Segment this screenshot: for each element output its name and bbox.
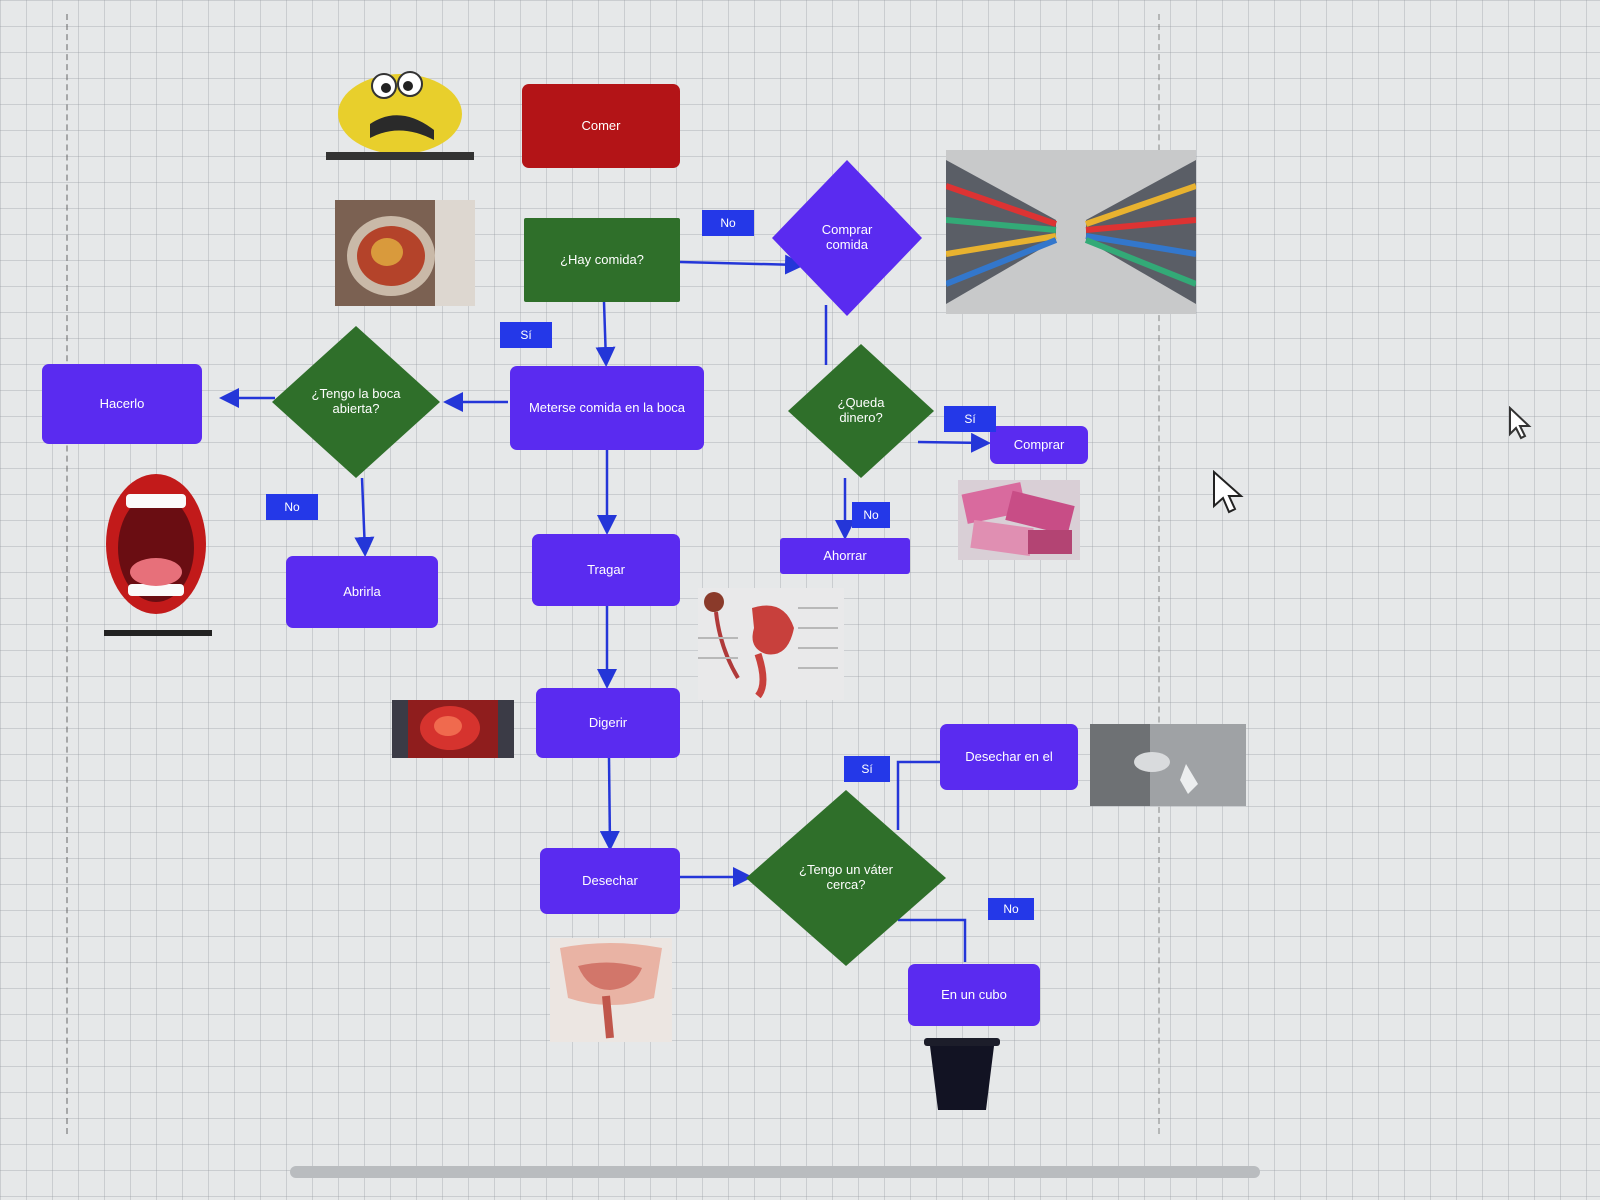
horizontal-scrollbar[interactable]: [290, 1166, 1260, 1178]
decision-tengo-boca-abierta-label: ¿Tengo la boca abierta?: [311, 386, 401, 416]
decision-tengo-boca-abierta[interactable]: ¿Tengo la boca abierta?: [272, 326, 440, 478]
process-abrirla[interactable]: Abrirla: [286, 556, 438, 628]
supermarket-aisle-image: [946, 150, 1196, 314]
label-no-queda-dinero[interactable]: No: [852, 502, 890, 528]
stomach-image: [392, 700, 514, 758]
process-meterse-comida[interactable]: Meterse comida en la boca: [510, 366, 704, 450]
label-si-vater[interactable]: Sí: [844, 756, 890, 782]
banknotes-image: [958, 480, 1080, 560]
process-desechar-en-el[interactable]: Desechar en el: [940, 724, 1078, 790]
process-digerir[interactable]: Digerir: [536, 688, 680, 758]
label-si-queda-dinero[interactable]: Sí: [944, 406, 996, 432]
label-no-vater[interactable]: No: [988, 898, 1034, 920]
mouse-cursor-icon: [1509, 406, 1532, 440]
mouse-cursor-icon: [1213, 470, 1244, 514]
label-no-boca-abierta[interactable]: No: [266, 494, 318, 520]
process-tragar[interactable]: Tragar: [532, 534, 680, 606]
decision-comprar-comida[interactable]: Comprar comida: [772, 160, 922, 316]
trash-bin-icon: [922, 1034, 1002, 1112]
decision-tengo-vater-label: ¿Tengo un váter cerca?: [799, 862, 893, 892]
digestive-system-image: [698, 588, 844, 700]
decision-tengo-vater[interactable]: ¿Tengo un váter cerca?: [746, 790, 946, 966]
process-hacerlo[interactable]: Hacerlo: [42, 364, 202, 444]
process-hay-comida[interactable]: ¿Hay comida?: [524, 218, 680, 302]
food-plate-image: [335, 200, 475, 306]
open-mouth-image: [102, 468, 214, 640]
intestines-image: [550, 938, 672, 1042]
decision-queda-dinero-label: ¿Queda dinero?: [837, 395, 885, 425]
decision-comprar-comida-label: Comprar comida: [821, 222, 873, 252]
page-boundary: [66, 14, 1160, 1134]
decision-queda-dinero[interactable]: ¿Queda dinero?: [788, 344, 934, 478]
start-node-comer[interactable]: Comer: [522, 84, 680, 168]
process-comprar[interactable]: Comprar: [990, 426, 1088, 464]
process-desechar[interactable]: Desechar: [540, 848, 680, 914]
process-ahorrar[interactable]: Ahorrar: [780, 538, 910, 574]
toilet-image: [1090, 724, 1246, 806]
process-en-un-cubo[interactable]: En un cubo: [908, 964, 1040, 1026]
label-no-hay-comida[interactable]: No: [702, 210, 754, 236]
emoji-face-image: [322, 68, 478, 160]
label-si-hay-comida[interactable]: Sí: [500, 322, 552, 348]
